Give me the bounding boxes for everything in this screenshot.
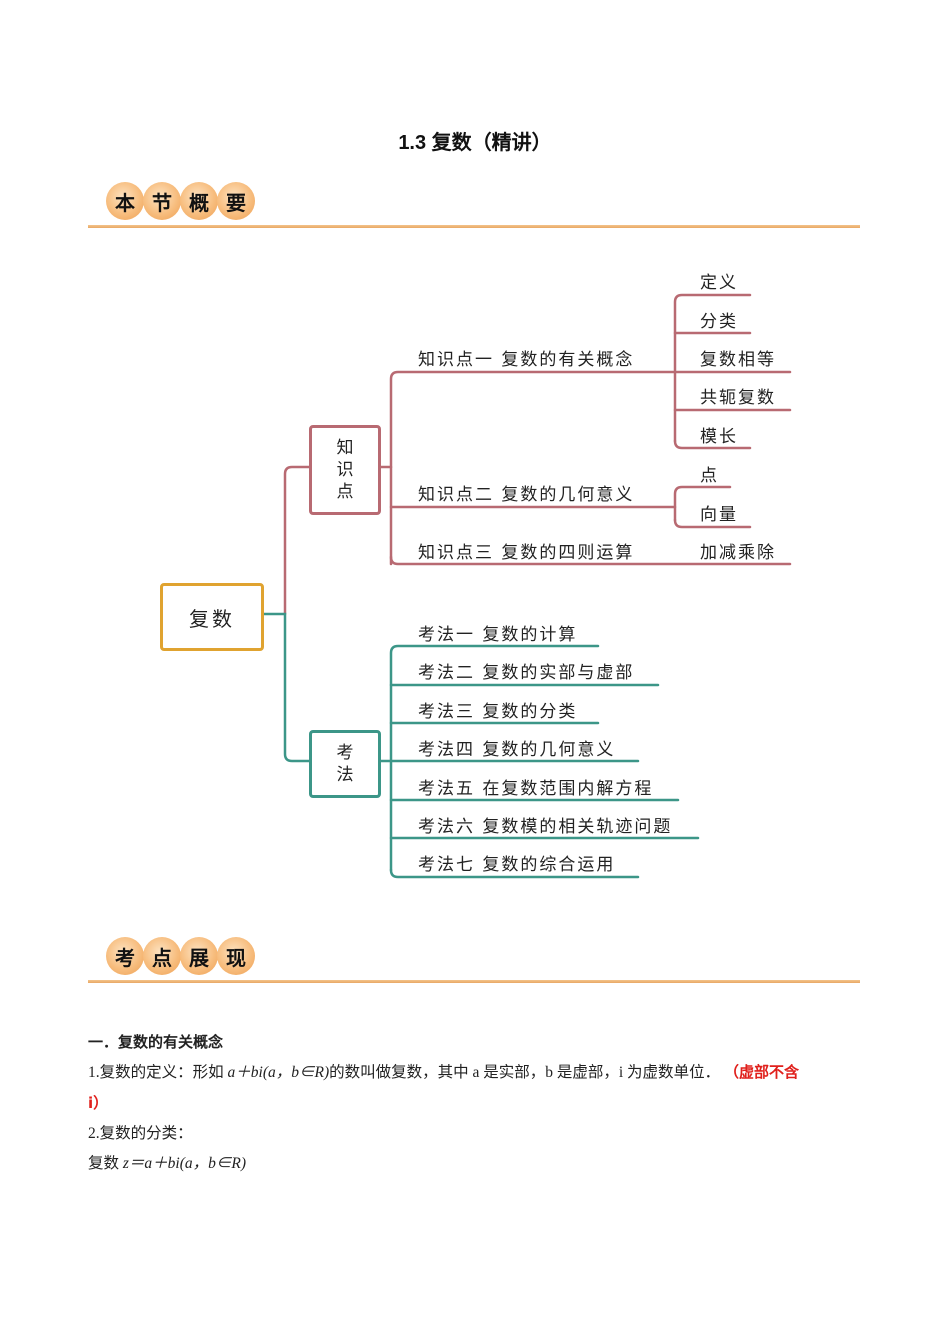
banner-char: 本 [106, 182, 144, 220]
section-heading: 一．复数的有关概念 [88, 1033, 224, 1051]
method-7: 考法七 复数的综合运用 [418, 855, 616, 875]
method-char: 法 [336, 765, 354, 785]
method-char: 考 [336, 743, 354, 763]
concept-definition: 定义 [700, 273, 738, 293]
content-body: 一．复数的有关概念 1.复数的定义：形如 a＋bi(a，b∈R)的数叫做复数，其… [88, 1027, 868, 1179]
knowledge-point-2: 知识点二 复数的几何意义 [418, 485, 635, 505]
banner-char: 节 [143, 182, 181, 220]
method-5: 考法五 在复数范围内解方程 [418, 779, 654, 799]
definition-prefix: 1.复数的定义：形如 [88, 1064, 228, 1081]
method-6: 考法六 复数模的相关轨迹问题 [418, 817, 673, 837]
concept-classification: 分类 [700, 312, 738, 332]
method-node: 考 法 [309, 730, 381, 798]
method-3: 考法三 复数的分类 [418, 702, 578, 722]
definition-text: 的数叫做复数，其中 a 是实部，b 是虚部，i 为虚数单位． [329, 1064, 721, 1081]
concept-equality: 复数相等 [700, 350, 776, 370]
formula-prefix: 复数 [88, 1155, 123, 1172]
classification-heading: 2.复数的分类： [88, 1125, 193, 1142]
concept-conjugate: 共轭复数 [700, 388, 776, 408]
definition-note: （虚部不含 [723, 1063, 799, 1081]
page-title: 1.3 复数（精讲） [398, 132, 552, 154]
definition-note-end: i） [88, 1094, 109, 1112]
banner-char: 考 [106, 937, 144, 975]
knowledge-char: 知 [336, 438, 354, 458]
banner-char: 展 [180, 937, 218, 975]
root-node: 复数 [160, 583, 264, 651]
banner-char: 概 [180, 182, 218, 220]
arithmetic-operations: 加减乘除 [700, 543, 776, 563]
banner-char: 点 [143, 937, 181, 975]
method-2: 考法二 复数的实部与虚部 [418, 663, 635, 683]
knowledge-node: 知 识 点 [309, 425, 381, 515]
method-1: 考法一 复数的计算 [418, 625, 578, 645]
knowledge-char: 点 [336, 482, 354, 502]
banner-char: 要 [217, 182, 255, 220]
definition-paragraph: 1.复数的定义：形如 a＋bi(a，b∈R)的数叫做复数，其中 a 是实部，b … [88, 1057, 868, 1119]
definition-formula: a＋bi(a，b∈R) [227, 1064, 330, 1081]
banner-char: 现 [217, 937, 255, 975]
section-banner-overview: 本 节 概 要 [88, 178, 860, 228]
banner-divider [88, 980, 860, 983]
method-4: 考法四 复数的几何意义 [418, 740, 616, 760]
concept-modulus: 模长 [700, 427, 738, 447]
classification-formula-line: 复数 z＝a＋bi(a，b∈R) [88, 1149, 868, 1179]
knowledge-point-3: 知识点三 复数的四则运算 [418, 543, 635, 563]
geometry-point: 点 [700, 466, 719, 486]
mind-map: 复数 知 识 点 考 法 知识点一 复数的有关概念 知识点二 复数的几何意义 知… [160, 273, 792, 879]
knowledge-char: 识 [336, 460, 354, 480]
formula: z＝a＋bi(a，b∈R) [122, 1155, 247, 1172]
banner-divider [88, 225, 860, 228]
knowledge-point-1: 知识点一 复数的有关概念 [418, 350, 635, 370]
geometry-vector: 向量 [700, 505, 738, 525]
section-banner-exam: 考 点 展 现 [88, 933, 860, 983]
